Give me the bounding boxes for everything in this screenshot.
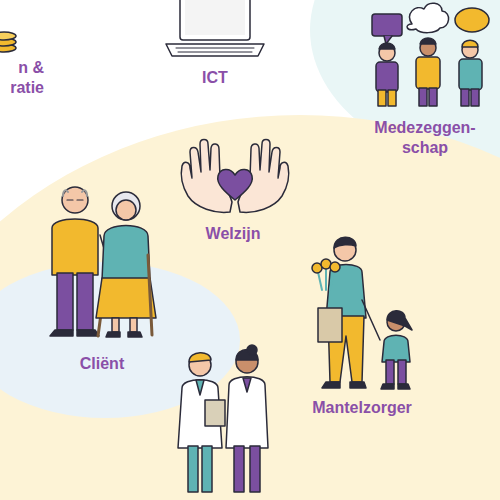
topic-label: Welzijn — [206, 224, 261, 244]
elderly-couple — [50, 187, 156, 337]
caregiver-with-child — [312, 237, 412, 389]
topic-label: Mantelzorger — [312, 398, 412, 418]
coins-icon — [0, 32, 16, 52]
laptop-icon — [166, 0, 264, 56]
topic-label: ICT — [202, 68, 228, 88]
doctors — [178, 345, 268, 492]
cropped-topic-label: n & ratie — [2, 58, 44, 98]
topic-label: Cliënt — [80, 354, 124, 374]
hands-heart-icon — [181, 140, 289, 213]
topic-label: Medezeggen- schap — [374, 118, 475, 158]
welfare-region — [0, 115, 500, 500]
participation-people — [372, 3, 489, 106]
